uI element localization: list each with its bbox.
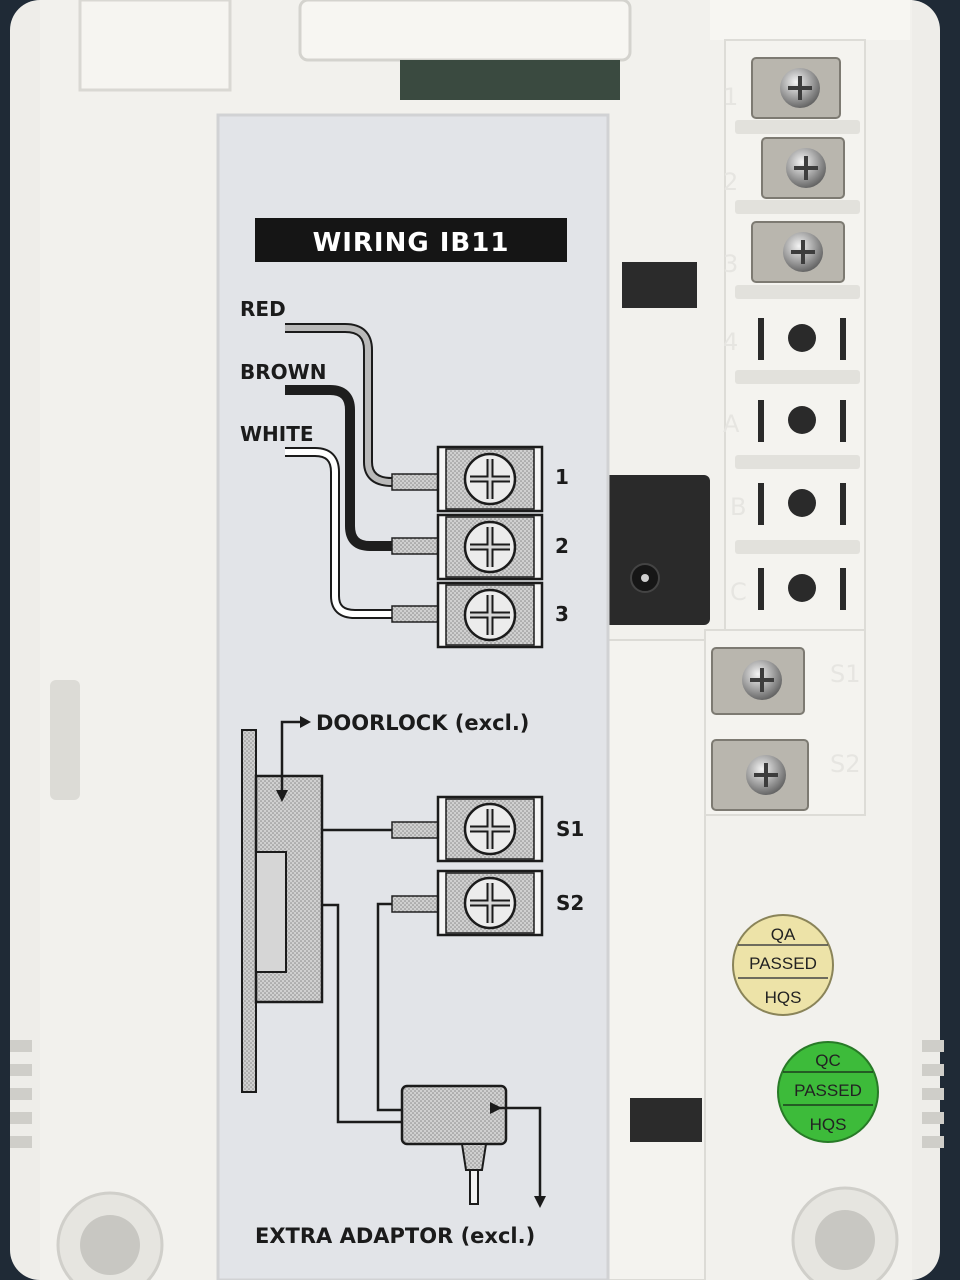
top-slot — [400, 60, 620, 100]
diagram-terminal-2 — [436, 513, 544, 581]
mounting-hole-right — [791, 1186, 899, 1280]
terminal-number-1: 1 — [555, 465, 569, 489]
qa-sticker-top: QA — [771, 925, 796, 944]
adaptor-neck — [460, 1143, 488, 1171]
terminal-number-2: 2 — [555, 534, 569, 558]
adaptor-body — [400, 1084, 508, 1146]
wire-lock-to-adaptor — [322, 903, 402, 1124]
housing-mark-a: A — [723, 410, 740, 438]
diagram-terminal-s2 — [436, 869, 544, 937]
power-jack — [598, 475, 710, 625]
housing-mark-b: B — [730, 493, 746, 521]
ferrule-s1 — [391, 821, 439, 839]
mounting-hole-left — [56, 1191, 164, 1280]
housing-mark-4: 4 — [723, 328, 738, 356]
housing-mark-s1: S1 — [830, 660, 861, 688]
wire-white — [285, 449, 438, 617]
housing-mark-c: C — [730, 578, 747, 606]
side-vents-left — [10, 1040, 32, 1148]
housing-empty-terminal-b — [758, 483, 846, 525]
qa-sticker-mid: PASSED — [749, 954, 817, 973]
label-title-bar — [255, 218, 567, 262]
wire-label-red: RED — [240, 297, 286, 321]
qc-sticker-mid: PASSED — [794, 1081, 862, 1100]
ferrule-brown — [391, 537, 439, 555]
wire-brown — [285, 385, 438, 551]
adaptor-label: EXTRA ADAPTOR (excl.) — [255, 1224, 535, 1248]
jack-pin — [641, 574, 649, 582]
adaptor-plug — [469, 1169, 479, 1205]
doorlock-pointer-arrow-down — [276, 790, 288, 802]
wire-red — [285, 325, 438, 485]
wiring-label — [216, 113, 610, 1280]
wire-label-white: WHITE — [240, 422, 314, 446]
ferrule-s2 — [391, 895, 439, 913]
housing-mark-2: 2 — [723, 168, 738, 196]
qa-passed-sticker: QA PASSED HQS — [732, 914, 834, 1016]
doorlock-pointer-line — [280, 720, 300, 798]
wire-label-brown: BROWN — [240, 360, 326, 384]
housing-screw-terminal-1 — [751, 57, 841, 119]
adaptor-pointer-arrow — [534, 1196, 546, 1208]
ferrule-red — [391, 473, 439, 491]
housing-mark-s2: S2 — [830, 750, 861, 778]
housing-empty-terminal-4 — [758, 318, 846, 360]
wire-s2-to-adaptor — [376, 902, 402, 1112]
housing-screw-terminal-s1 — [711, 647, 805, 715]
housing-terminal-rows — [735, 120, 860, 554]
housing-rail — [604, 639, 706, 1280]
diagram-terminal-s1 — [436, 795, 544, 863]
housing-screw-terminal-s2 — [711, 739, 809, 811]
housing-empty-terminal-a — [758, 400, 846, 442]
qa-sticker-bot: HQS — [765, 988, 802, 1007]
housing-screw-terminal-3 — [751, 221, 845, 283]
diagram-terminal-1 — [436, 445, 544, 513]
adaptor-pointer-arrow-left — [490, 1102, 502, 1114]
terminal-label-s1: S1 — [556, 817, 584, 841]
qc-sticker-bot: HQS — [810, 1115, 847, 1134]
adaptor-pointer-line — [496, 1106, 542, 1196]
door-lock-bolt — [255, 851, 287, 973]
side-slot-left — [50, 680, 80, 800]
top-tab — [298, 0, 632, 62]
ferrule-white — [391, 605, 439, 623]
housing-screw-terminal-2 — [761, 137, 845, 199]
qc-sticker-top: QC — [815, 1051, 841, 1070]
terminal-label-s2: S2 — [556, 891, 584, 915]
housing-slot-1 — [622, 262, 697, 308]
qc-passed-sticker: QC PASSED HQS — [777, 1041, 879, 1143]
doorlock-pointer-arrow — [300, 716, 311, 728]
terminal-number-3: 3 — [555, 602, 569, 626]
housing-recess — [78, 0, 232, 92]
housing-mark-1: 1 — [723, 83, 738, 111]
label-title: WIRING IB11 — [313, 228, 510, 258]
doorlock-label: DOORLOCK (excl.) — [316, 711, 529, 735]
housing-slot-3b — [630, 1098, 702, 1142]
diagram-terminal-3 — [436, 581, 544, 649]
side-vents-right — [922, 1040, 944, 1148]
top-block — [710, 0, 910, 40]
door-frame — [241, 729, 257, 1093]
housing-empty-terminal-c — [758, 568, 846, 610]
housing-mark-3: 3 — [723, 250, 738, 278]
